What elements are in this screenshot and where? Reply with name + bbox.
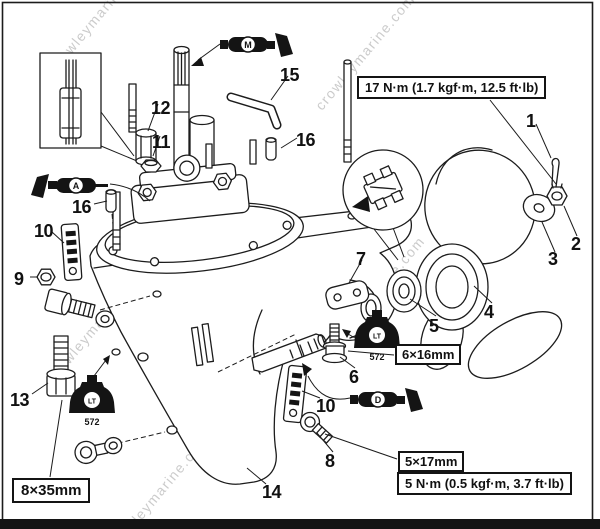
sealant-572-icon: LT 572 [69, 375, 115, 427]
callout-1: 1 [526, 111, 536, 131]
callout-2: 2 [571, 234, 581, 254]
screw-8 [299, 411, 334, 444]
grease-flag-m: M [220, 33, 293, 57]
dowel-pin-16-top [265, 137, 277, 161]
anode-10-left [60, 223, 83, 282]
nut-11 [140, 159, 162, 173]
thrust-washer-5 [386, 269, 422, 313]
callout-10-right: 10 [316, 396, 336, 416]
inset-detail-box [39, 52, 138, 162]
sealant-abbr: LT [88, 399, 97, 406]
callout-12: 12 [151, 98, 171, 118]
callout-14: 14 [262, 482, 282, 502]
cotter-pin-1 [551, 157, 560, 188]
propeller-shaft [251, 333, 327, 373]
washer-left [95, 310, 115, 328]
grease-flag-a: A [31, 174, 108, 198]
anode-10-right [282, 364, 308, 424]
grease-flag-d: D [350, 388, 423, 412]
sealant-572-icon: LT 572 [354, 310, 400, 362]
sealant-code: 572 [84, 417, 99, 427]
washer-3 [522, 193, 556, 223]
leader-lines [30, 75, 578, 485]
balloon-detail [342, 149, 424, 261]
castle-nut-2 [546, 183, 568, 206]
callout-9: 9 [14, 269, 24, 289]
callout-11: 11 [152, 132, 171, 152]
callout-7: 7 [356, 249, 366, 269]
sealant-code: 572 [369, 352, 384, 362]
plate-7 [325, 280, 370, 310]
stud-and-collar-12 [128, 83, 157, 166]
label-size-5x17: 5×17mm [398, 451, 465, 472]
callout-15: 15 [280, 65, 300, 85]
water-pump-assembly [96, 59, 352, 274]
bolt-13 [46, 335, 76, 397]
grease-flag-d-letter: D [375, 395, 382, 405]
grease-flag-m-letter: M [244, 40, 252, 50]
callout-5: 5 [429, 316, 439, 336]
label-torque-lower: 5 N·m (0.5 kgf·m, 3.7 ft·lb) [397, 472, 572, 495]
propeller-assembly [415, 147, 563, 379]
label-size-8x35: 8×35mm [12, 478, 91, 503]
label-torque-upper: 17 N·m (1.7 kgf·m, 12.5 ft·lb) [357, 76, 547, 99]
drain-screw-and-gasket [74, 436, 123, 465]
callout-13: 13 [10, 390, 30, 410]
label-size-6x16: 6×16mm [395, 344, 462, 365]
callout-16-top: 16 [296, 130, 316, 150]
callout-3: 3 [548, 249, 558, 269]
grease-flag-a-letter: A [73, 181, 80, 191]
bolt-and-washer-left [44, 288, 96, 319]
callout-16-left: 16 [72, 197, 92, 217]
sealant-abbr: LT [373, 334, 382, 341]
callout-10-left: 10 [34, 221, 54, 241]
callout-4: 4 [484, 302, 494, 322]
woodruff-key-15 [226, 92, 282, 130]
gearcase-housing [89, 206, 413, 485]
callout-6: 6 [349, 367, 359, 387]
nut-9 [36, 268, 56, 286]
callout-8: 8 [325, 451, 335, 471]
bolt-6 [321, 323, 348, 364]
